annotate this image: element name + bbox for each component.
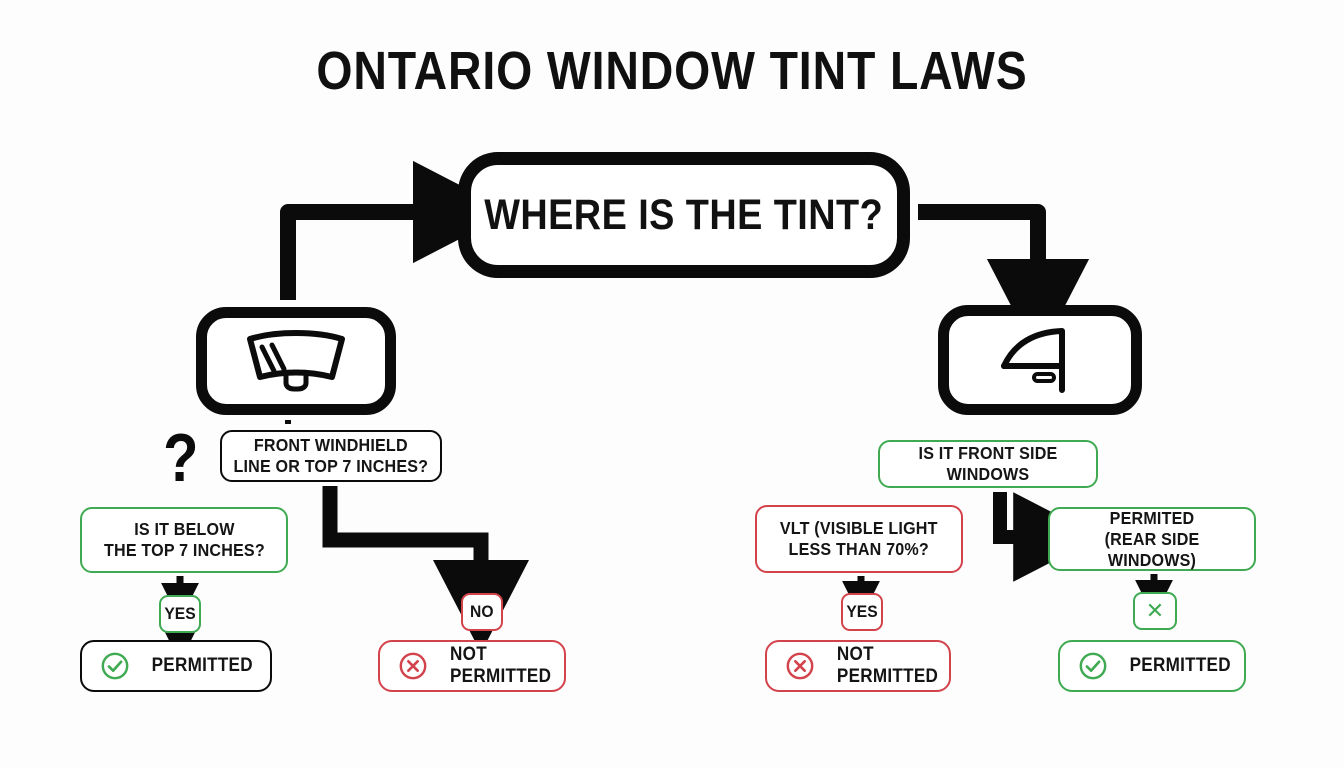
result-permitted-left[interactable]: PERMITTED: [80, 640, 272, 692]
permited-rear-side-windows-box[interactable]: PERMITED (REAR SIDE WINDOWS): [1048, 507, 1256, 571]
check-circle-icon: [101, 652, 129, 680]
below-seven-line1: IS IT BELOW: [133, 519, 235, 539]
front-side-windows-label: IS IT FRONT SIDE WINDOWS: [918, 443, 1058, 484]
windshield-question-box[interactable]: FRONT WINDHIELD LINE OR TOP 7 INCHES?: [220, 430, 442, 482]
below-seven-line2: THE TOP 7 INCHES?: [103, 540, 265, 560]
result-not-permitted-left[interactable]: NOT PERMITTED: [378, 640, 566, 692]
car-door-icon-box[interactable]: [938, 305, 1142, 415]
badge-yes-left[interactable]: YES: [159, 595, 201, 633]
below-seven-inches-question-box[interactable]: IS IT BELOW THE TOP 7 INCHES?: [80, 507, 288, 573]
badge-no[interactable]: NO: [461, 593, 503, 631]
root-question-label: WHERE IS THE TINT?: [484, 190, 884, 239]
connector-windshield-to-root: [280, 160, 512, 300]
connector-frontside-to-rear: [993, 492, 1100, 582]
badge-yes-right[interactable]: YES: [841, 593, 883, 631]
windshield-question-line1: FRONT WINDHIELD: [254, 435, 408, 455]
car-door-window-icon: [1001, 328, 1065, 393]
cross-circle-icon: [399, 652, 427, 680]
front-side-windows-question-box[interactable]: IS IT FRONT SIDE WINDOWS: [878, 440, 1098, 488]
result-permitted-left-label: PERMITTED: [151, 655, 253, 676]
result-not-permitted-right-label: NOT PERMITTED: [836, 644, 939, 687]
windshield-wiper-icon: [247, 330, 345, 392]
page-title: ONTARIO WINDOW TINT LAWS: [316, 41, 1028, 101]
badge-x-right[interactable]: ✕: [1133, 592, 1177, 630]
connector-windshield-question-to-no: [322, 486, 529, 653]
root-question-box[interactable]: WHERE IS THE TINT?: [458, 152, 910, 278]
permited-rear-line2: (REAR SIDE WINDOWS): [1104, 528, 1200, 570]
cross-circle-icon: [786, 652, 814, 680]
windshield-icon-box[interactable]: [196, 307, 396, 415]
result-not-permitted-right[interactable]: NOT PERMITTED: [765, 640, 951, 692]
permited-rear-line1: PERMITED: [1109, 507, 1195, 528]
vlt-line1: VLT (VISIBLE LIGHT: [780, 518, 938, 538]
badge-yes-right-label: YES: [846, 602, 878, 621]
result-permitted-right[interactable]: PERMITTED: [1058, 640, 1246, 692]
vlt-question-box[interactable]: VLT (VISIBLE LIGHT LESS THAN 70%?: [755, 505, 963, 573]
result-permitted-right-label: PERMITTED: [1129, 655, 1231, 676]
result-not-permitted-left-label: NOT PERMITTED: [450, 644, 552, 687]
vlt-line2: LESS THAN 70%?: [788, 539, 930, 559]
badge-yes-left-label: YES: [164, 604, 196, 623]
badge-x-right-label: ✕: [1145, 598, 1165, 623]
check-circle-icon: [1079, 652, 1107, 680]
badge-no-label: NO: [470, 602, 494, 621]
connector-root-to-door: [918, 204, 1090, 358]
question-mark-glyph: ?: [163, 420, 199, 496]
windshield-question-line2: LINE OR TOP 7 INCHES?: [233, 456, 429, 476]
